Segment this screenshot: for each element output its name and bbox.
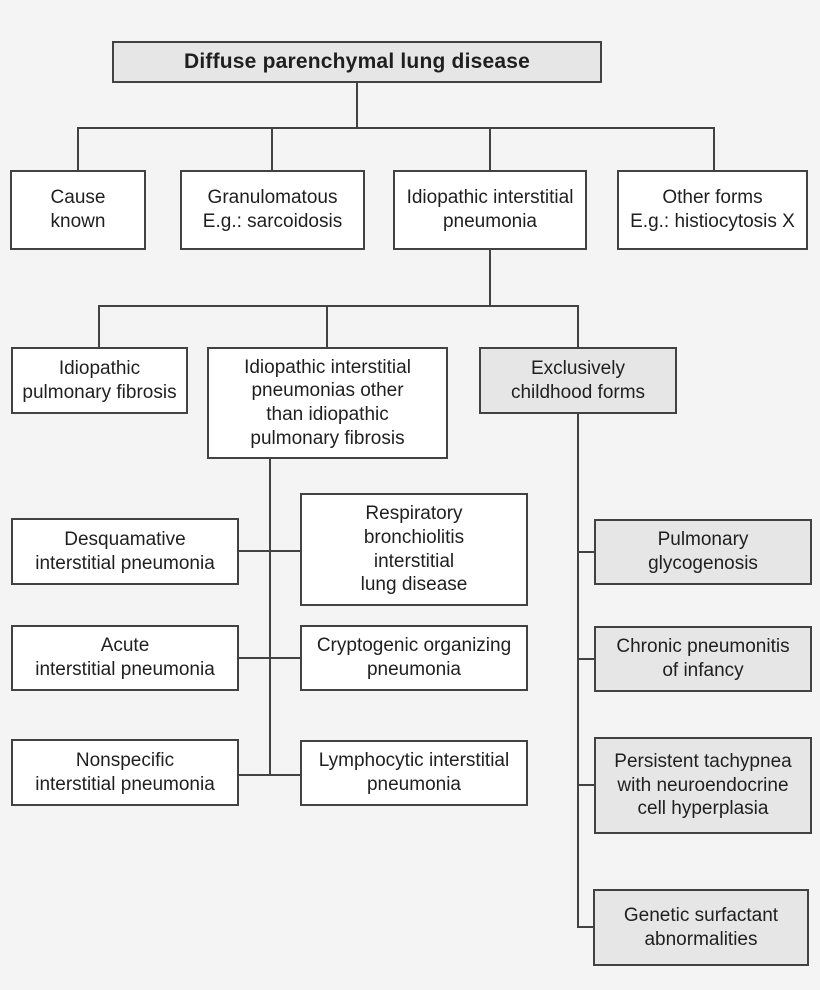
connector-drop-other-forms xyxy=(713,127,715,170)
connector-stub-persistent-tachypnea xyxy=(577,784,595,786)
connector-iip-other-stem xyxy=(269,458,271,776)
connector-childhood-stem xyxy=(577,413,579,928)
connector-root-drop xyxy=(356,83,358,127)
connector-drop-idiopathic-interstitial-pneumonia xyxy=(489,127,491,170)
node-idiopathic-pulmonary-fibrosis: Idiopathic pulmonary fibrosis xyxy=(11,347,188,414)
node-desquamative-interstitial-pneumonia: Desquamative interstitial pneumonia xyxy=(11,518,239,585)
node-exclusively-childhood-forms: Exclusively childhood forms xyxy=(479,347,677,414)
node-idiopathic-interstitial-pneumonia: Idiopathic interstitial pneumonia xyxy=(393,170,587,250)
node-respiratory-bronchiolitis-ild: Respiratory bronchiolitis interstitial l… xyxy=(300,493,528,606)
connector-drop-cause-known xyxy=(77,127,79,170)
connector-drop-ipf xyxy=(98,305,100,347)
connector-level3-bus xyxy=(98,305,579,307)
connector-stub-chronic-pneumonitis xyxy=(577,658,595,660)
node-acute-interstitial-pneumonia: Acute interstitial pneumonia xyxy=(11,625,239,691)
connector-level2-bus xyxy=(77,127,715,129)
connector-row-desquamative-respiratory xyxy=(239,550,300,552)
node-cause-known: Cause known xyxy=(10,170,146,250)
node-diffuse-parenchymal-lung-disease: Diffuse parenchymal lung disease xyxy=(112,41,602,83)
node-lymphocytic-interstitial-pneumonia: Lymphocytic interstitial pneumonia xyxy=(300,740,528,806)
node-nonspecific-interstitial-pneumonia: Nonspecific interstitial pneumonia xyxy=(11,739,239,806)
connector-row-nonspecific-lymphocytic xyxy=(239,774,300,776)
connector-iip-drop xyxy=(489,249,491,305)
connector-drop-childhood-forms xyxy=(577,305,579,347)
node-genetic-surfactant-abnormalities: Genetic surfactant abnormalities xyxy=(593,889,809,966)
node-iip-other-than-ipf: Idiopathic interstitial pneumonias other… xyxy=(207,347,448,459)
connector-drop-iip-other xyxy=(326,305,328,347)
connector-row-acute-cryptogenic xyxy=(239,657,300,659)
node-persistent-tachypnea-neuroendocrine-hyperplasia: Persistent tachypnea with neuroendocrine… xyxy=(594,737,812,834)
connector-stub-pulmonary-glycogenosis xyxy=(577,551,595,553)
node-cryptogenic-organizing-pneumonia: Cryptogenic organizing pneumonia xyxy=(300,625,528,691)
node-pulmonary-glycogenosis: Pulmonary glycogenosis xyxy=(594,519,812,585)
node-chronic-pneumonitis-of-infancy: Chronic pneumonitis of infancy xyxy=(594,626,812,692)
connector-stub-genetic-surfactant xyxy=(577,926,594,928)
connector-drop-granulomatous xyxy=(271,127,273,170)
node-other-forms: Other forms E.g.: histiocytosis X xyxy=(617,170,808,250)
node-granulomatous: Granulomatous E.g.: sarcoidosis xyxy=(180,170,365,250)
